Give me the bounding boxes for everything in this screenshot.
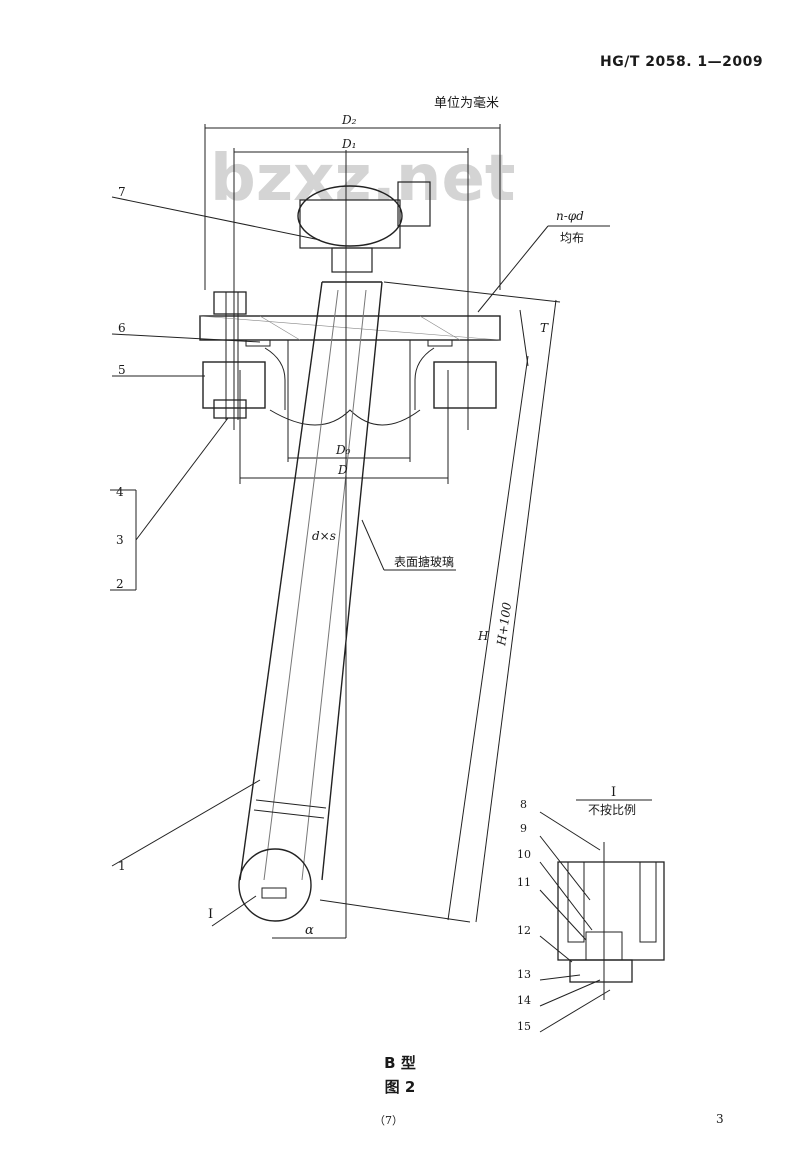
watermark: bzxz.net (210, 142, 515, 216)
part-label-7: 7 (118, 185, 126, 199)
part-label-4: 4 (116, 485, 124, 499)
dim-d1: D₁ (341, 137, 356, 151)
dim-h100: H+100 (494, 601, 514, 647)
detail-label-13: 13 (517, 968, 531, 981)
detail-subtitle: 不按比例 (588, 803, 636, 817)
dim-alpha: α (305, 923, 314, 938)
units-note: 单位为毫米 (434, 96, 500, 111)
page-number: 3 (716, 1112, 724, 1126)
detail-label-8: 8 (520, 798, 527, 811)
part-label-3: 3 (116, 533, 124, 547)
part-label-1: 1 (118, 859, 126, 873)
detail-label-9: 9 (520, 822, 527, 835)
part-label-6: 6 (118, 321, 126, 335)
detail-label-11: 11 (517, 876, 531, 889)
part-label-2: 2 (116, 577, 124, 591)
coating-note: 表面搪玻璃 (394, 554, 454, 569)
standard-number: HG/T 2058. 1—2009 (600, 54, 764, 70)
dim-tube: d×s (312, 529, 336, 543)
dim-d: D (337, 463, 348, 477)
dim-h: H (477, 629, 489, 643)
part-label-5: 5 (118, 363, 126, 377)
detail-label-12: 12 (517, 924, 531, 937)
page-marker: （7） (374, 1114, 403, 1127)
detail-mark: I (208, 907, 213, 922)
dim-holes-note: 均布 (560, 231, 584, 245)
figure-type-caption: B 型 (384, 1054, 416, 1072)
detail-title: I (611, 785, 616, 800)
dim-d2: D₂ (341, 113, 357, 127)
dim-d0: D₀ (335, 443, 351, 457)
dim-t: T (540, 321, 549, 335)
figure-caption: 图 2 (384, 1078, 416, 1096)
detail-label-15: 15 (517, 1020, 531, 1033)
dim-holes: n-φd (556, 209, 584, 223)
detail-label-14: 14 (517, 994, 531, 1007)
detail-label-10: 10 (517, 848, 531, 861)
